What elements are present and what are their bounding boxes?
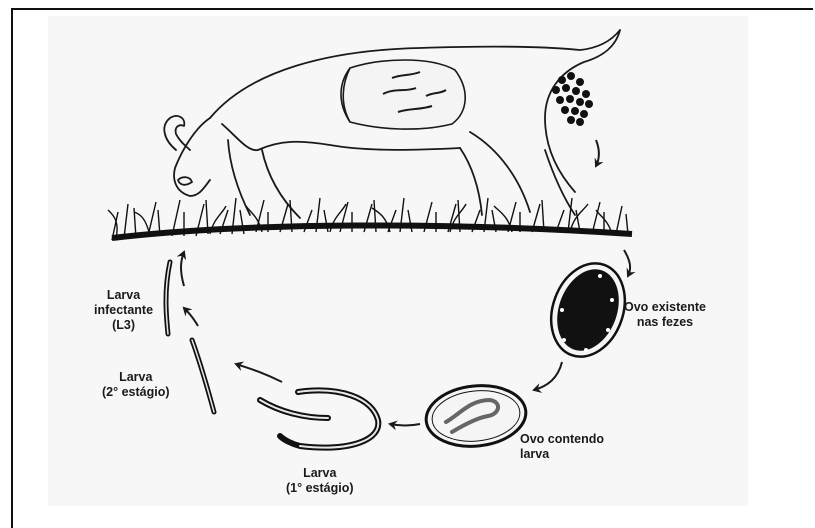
label-larva-1-line2: (1° estágio)	[286, 481, 354, 496]
label-larva-l3-line1: Larva	[94, 288, 153, 303]
label-egg-with-larva-line2: larva	[520, 447, 604, 462]
label-larva-l3: Larva infectante (L3)	[94, 288, 153, 333]
label-egg-with-larva-line1: Ovo contendo	[520, 432, 604, 447]
label-larva-2-line2: (2° estágio)	[102, 385, 170, 400]
larva-first-stage	[260, 390, 378, 447]
arrow-to-larva-l3	[184, 308, 198, 326]
egg-with-larva	[423, 381, 529, 451]
label-egg-in-feces: Ovo existente nas fezes	[624, 300, 706, 330]
label-larva-2-line1: Larva	[102, 370, 170, 385]
label-larva-1-line1: Larva	[286, 466, 354, 481]
arrow-to-larva-2	[236, 364, 282, 382]
arrow-feces-down	[596, 140, 599, 166]
arrow-to-larva-1	[390, 424, 420, 426]
label-egg-in-feces-line2: nas fezes	[624, 315, 706, 330]
grass-pasture	[108, 198, 632, 240]
feces-pellets	[552, 72, 593, 126]
label-larva-l3-line3: (L3)	[94, 318, 153, 333]
larva-infective-l3	[166, 262, 170, 334]
arrow-to-egg-in-feces	[624, 250, 630, 276]
label-larva-l3-line2: infectante	[94, 303, 153, 318]
egg-in-feces	[539, 253, 638, 367]
stomach-section	[341, 60, 465, 129]
life-cycle-diagram	[0, 0, 815, 515]
label-larva-1: Larva (1° estágio)	[286, 466, 354, 496]
arrow-to-grass	[181, 252, 184, 286]
label-larva-2: Larva (2° estágio)	[102, 370, 170, 400]
label-egg-in-feces-line1: Ovo existente	[624, 300, 706, 315]
label-egg-with-larva: Ovo contendo larva	[520, 432, 604, 462]
arrow-to-egg-with-larva	[534, 362, 562, 390]
larva-second-stage	[192, 340, 214, 412]
